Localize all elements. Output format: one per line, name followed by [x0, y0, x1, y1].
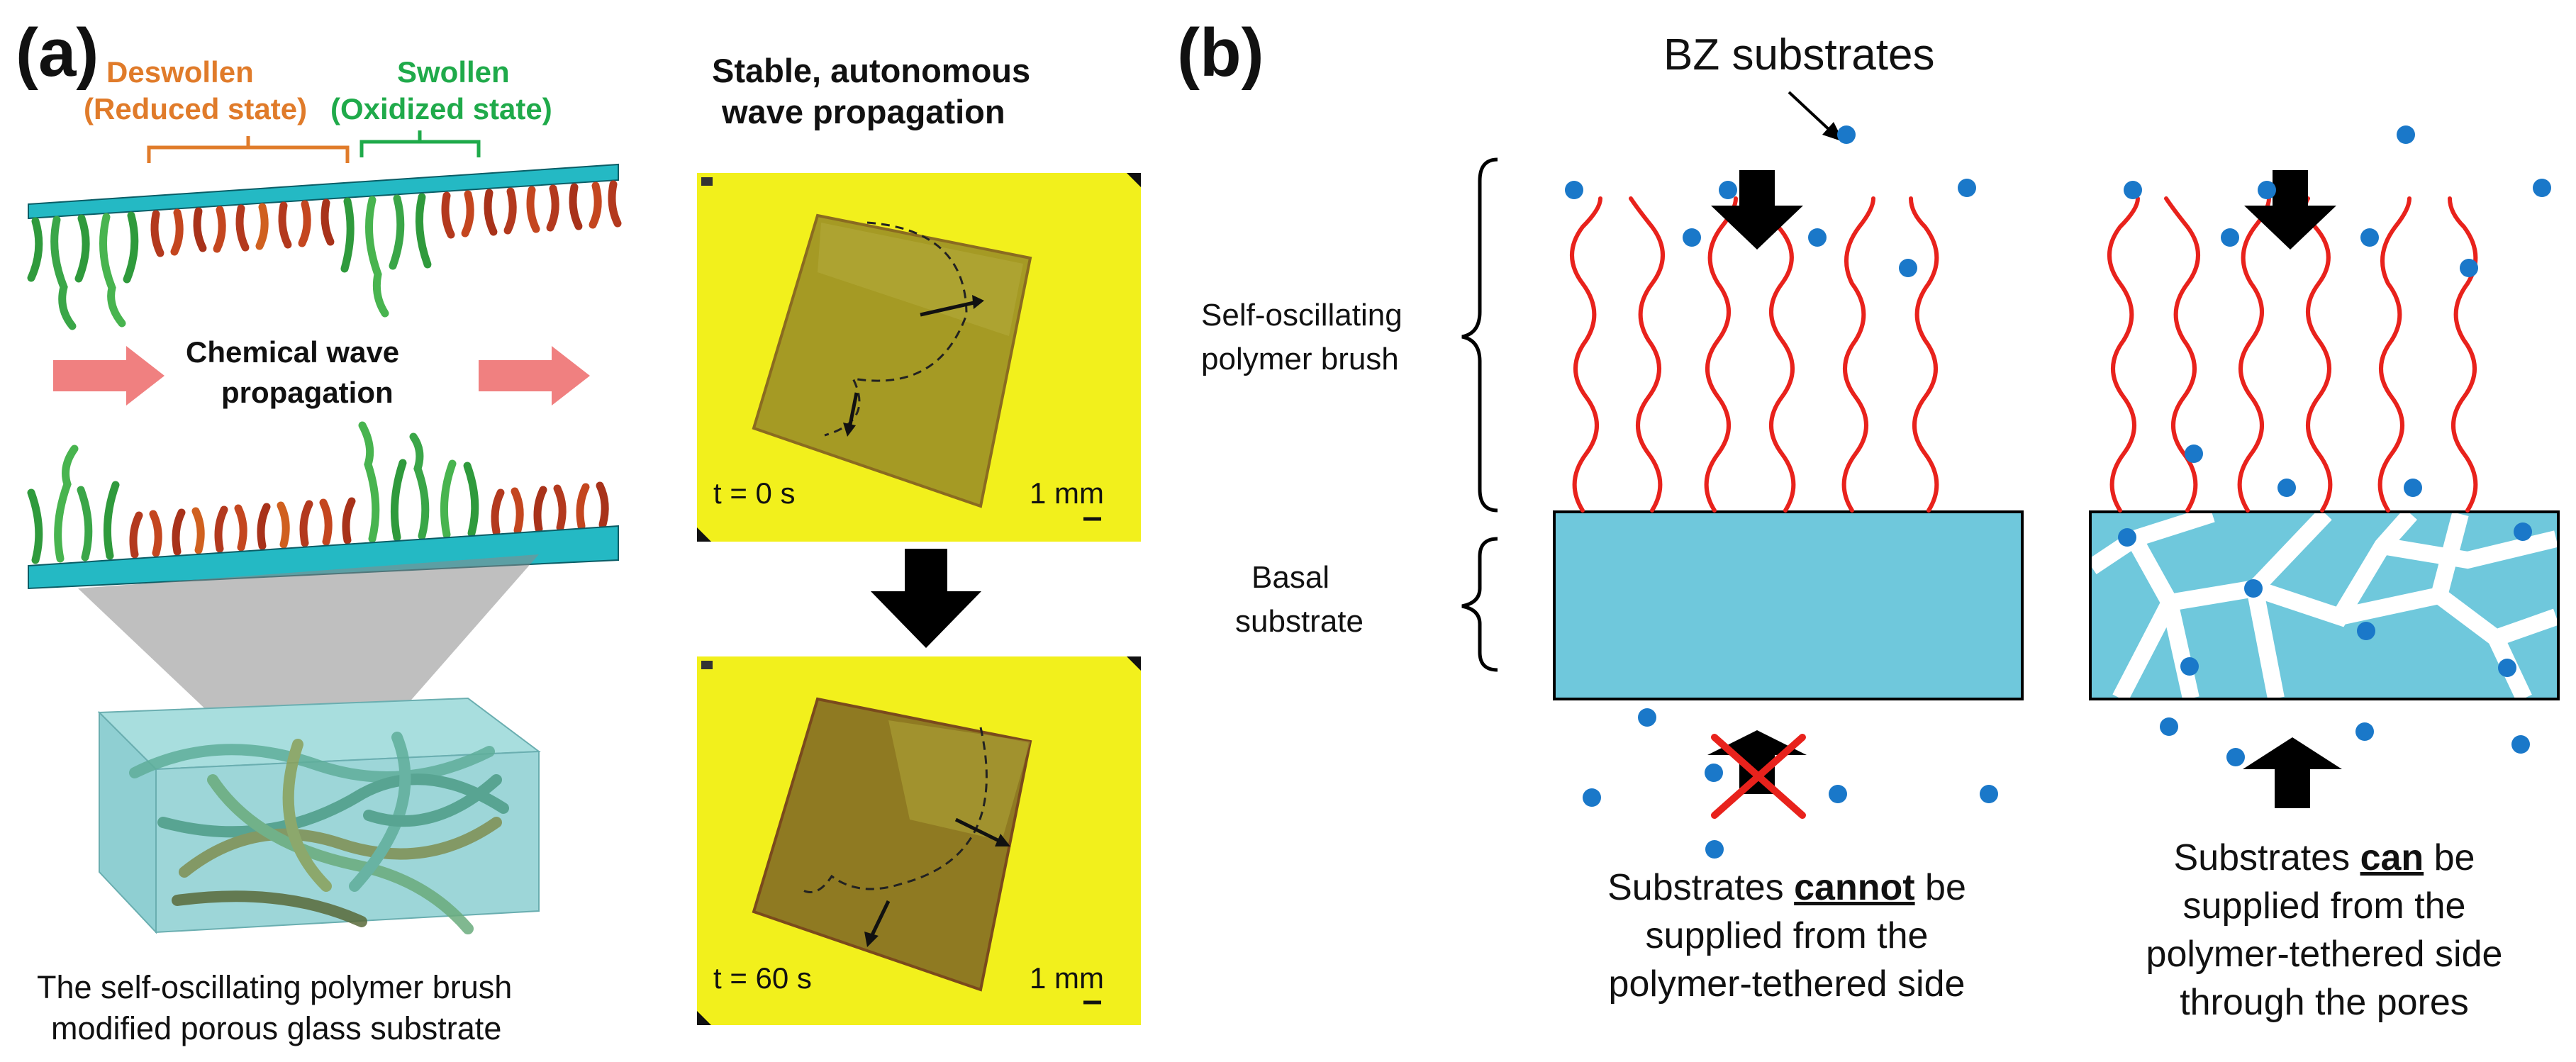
bottom-brush-chains	[27, 421, 609, 564]
oxidized-state-label: (Oxidized state)	[330, 92, 552, 125]
photo-t60	[697, 656, 1141, 1025]
reduced-state-label: (Reduced state)	[84, 92, 308, 125]
left-red-chains	[1570, 196, 1939, 513]
photo-t0	[697, 173, 1141, 542]
wave-label-line2: propagation	[221, 376, 394, 409]
wave-arrow-right	[479, 346, 590, 406]
left-top-down-arrow	[1711, 170, 1803, 250]
down-arrow-photos	[871, 549, 981, 648]
left-caption-pre: Substrates	[1607, 867, 1795, 908]
right-caption-pre: Substrates	[2173, 837, 2360, 878]
photo-t60-scale: 1 mm	[1030, 961, 1104, 995]
right-top-down-arrow	[2244, 170, 2336, 250]
photo-title-line2: wave propagation	[722, 93, 1005, 130]
panel-b-diagram	[1461, 91, 2560, 859]
wave-arrow-left	[53, 346, 165, 406]
right-caption-line1: Substrates can be	[2069, 837, 2576, 879]
right-red-chains	[2107, 196, 2478, 513]
panel-a-caption-line2: modified porous glass substrate	[51, 1010, 502, 1046]
bottom-plate	[28, 525, 619, 590]
left-bottom-up-arrow	[1707, 730, 1807, 794]
top-brush-chains	[27, 180, 622, 330]
right-caption-em: can	[2360, 837, 2424, 878]
left-caption-post: be	[1914, 867, 1966, 908]
photo-t0-time: t = 0 s	[713, 476, 796, 510]
swollen-label: Swollen	[397, 55, 510, 89]
panel-b-label: (b)	[1177, 15, 1264, 91]
zoom-cone	[78, 554, 539, 716]
bz-substrates-label: BZ substrates	[1663, 30, 1935, 79]
right-caption-line4: through the pores	[2180, 982, 2469, 1023]
bz-substrate-dots	[1565, 125, 2551, 859]
left-caption-line2: supplied from the	[1645, 915, 1929, 956]
photo-t60-time: t = 60 s	[713, 961, 812, 995]
glass-fibers	[129, 732, 509, 934]
panel-a-caption-line1: The self-oscillating polymer brush	[37, 969, 513, 1005]
left-basal-substrate	[1553, 510, 2024, 700]
basal-brace	[1461, 537, 1498, 672]
basal-label-line1: Basal	[1251, 560, 1330, 595]
right-caption-line3: polymer-tethered side	[2146, 934, 2503, 975]
top-plate	[28, 163, 619, 220]
basal-label-line2: substrate	[1235, 604, 1364, 639]
photo-title-line1: Stable, autonomous	[712, 52, 1031, 89]
brush-label-line1: Self-oscillating	[1201, 298, 1403, 332]
left-caption-em: cannot	[1794, 867, 1915, 908]
wave-label-line1: Chemical wave	[186, 335, 400, 369]
blocked-cross-icon	[1711, 734, 1806, 819]
deswollen-bracket	[147, 136, 350, 163]
right-bottom-up-arrow	[2243, 737, 2342, 808]
bz-pointer-arrow	[1788, 91, 1832, 133]
left-caption-line3: polymer-tethered side	[1608, 963, 1966, 1005]
left-caption-line1: Substrates cannot be	[1532, 866, 2042, 909]
photo-t0-scale: 1 mm	[1030, 476, 1104, 510]
brush-brace	[1461, 157, 1498, 513]
right-caption-post: be	[2424, 837, 2475, 878]
panel-a-label: (a)	[16, 15, 99, 91]
deswollen-label: Deswollen	[106, 55, 254, 89]
swollen-bracket	[359, 130, 481, 157]
brush-label-line2: polymer brush	[1201, 342, 1399, 376]
polymer-channel-illustration	[27, 130, 622, 934]
right-caption-line2: supplied from the	[2182, 885, 2466, 927]
